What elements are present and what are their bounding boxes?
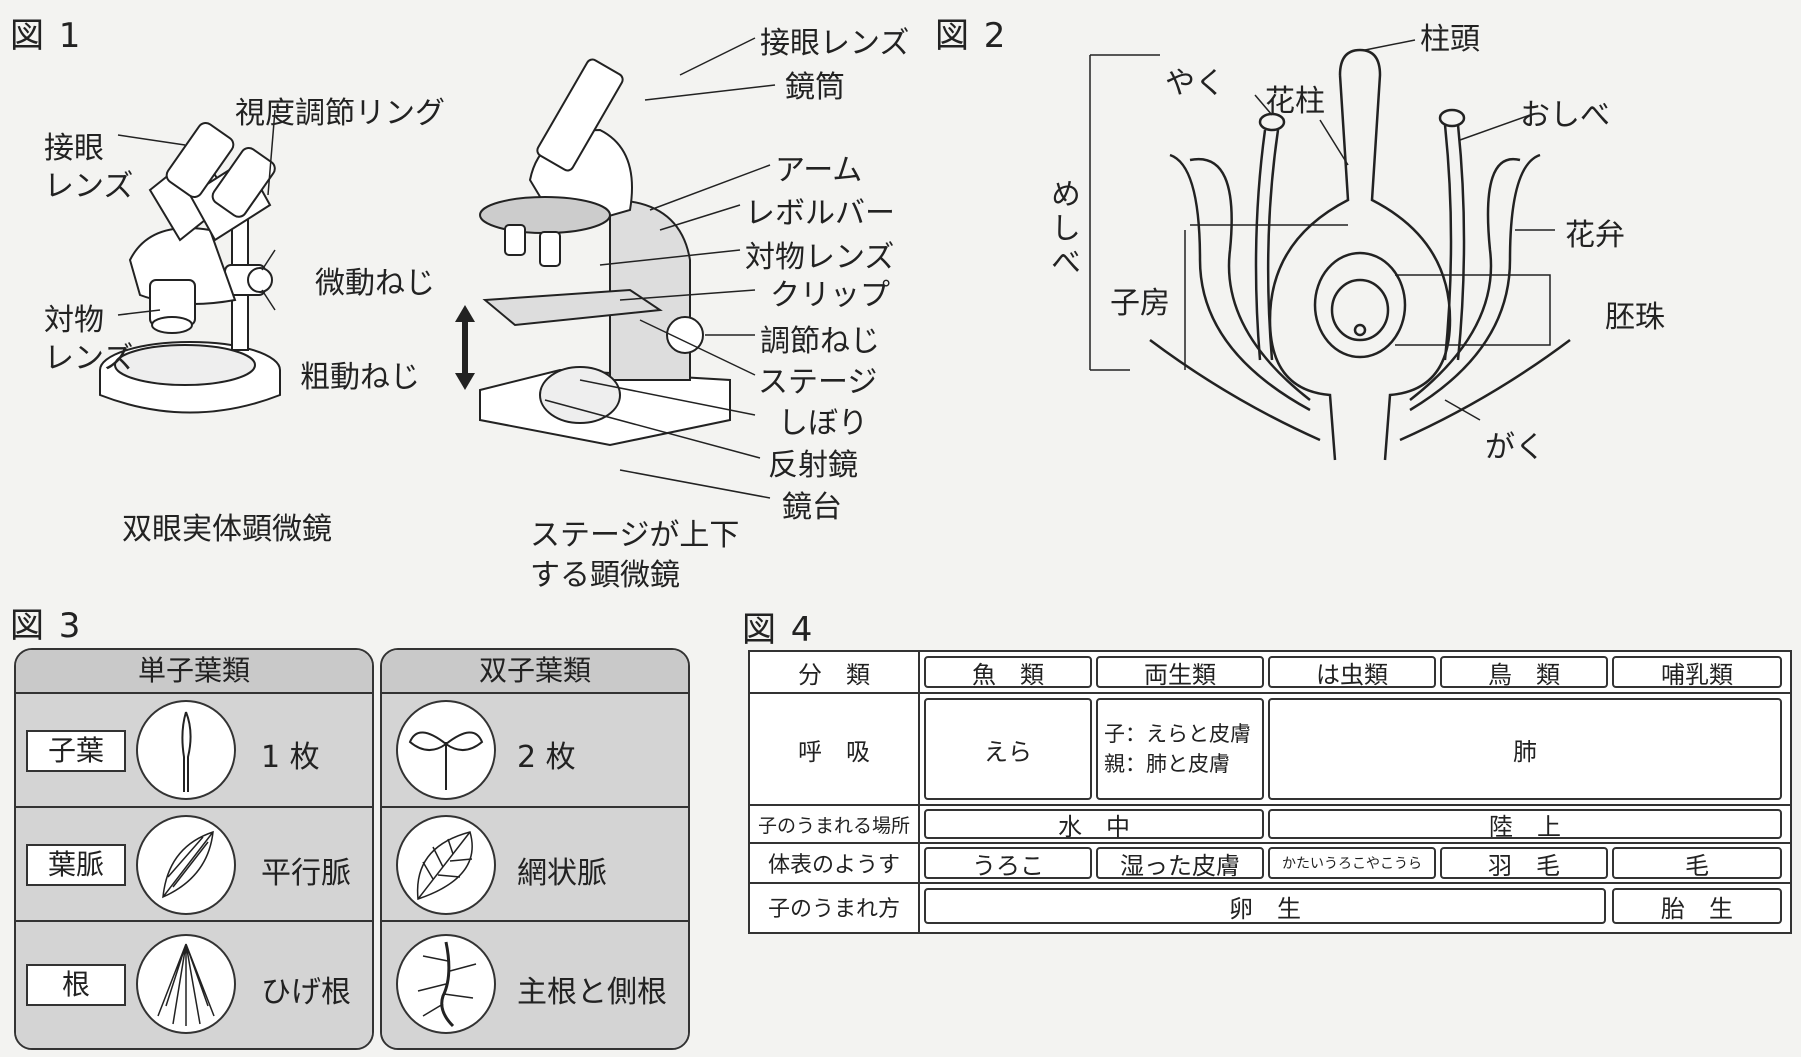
monocot-row-cotyledon: 子葉 1 枚 <box>16 694 372 806</box>
dicot-row-cotyledon: 2 枚 <box>382 694 688 806</box>
dicot-row-vein: 網状脈 <box>382 806 688 922</box>
breathing-fish: えら <box>924 698 1092 800</box>
monocot-header: 単子葉類 <box>16 650 372 694</box>
label-ovary: 子房 <box>1110 278 1170 322</box>
surface-fish: うろこ <box>924 847 1092 879</box>
monocot-row-root: 根 ひげ根 <box>16 920 372 1050</box>
label-stigma: 柱頭 <box>1420 14 1480 58</box>
label-petal: 花弁 <box>1565 210 1625 254</box>
dicot-cotyledon-icon <box>396 700 496 800</box>
dicot-root-type: 主根と側根 <box>517 967 667 1011</box>
surface-amphibian: 湿った皮膚 <box>1096 847 1264 879</box>
vertebrate-table: 分 類 呼 吸 子のうまれる場所 体表のようす 子のうまれ方 魚 類 両生類 は… <box>748 650 1792 934</box>
label-binocular-eyepiece: 接眼 レンズ <box>44 130 133 206</box>
label-clip: クリップ <box>770 270 890 314</box>
header-birth: 子のうまれ方 <box>750 884 918 930</box>
class-fish: 魚 類 <box>924 656 1092 688</box>
header-class: 分 類 <box>750 652 918 692</box>
label-diaphragm: しぼり <box>778 398 868 442</box>
row-label-cotyledon: 子葉 <box>26 730 126 772</box>
breathing-amphibian-parent: 親：肺と皮膚 <box>1104 749 1230 779</box>
label-stage: ステージ <box>758 357 877 401</box>
dicot-panel: 双子葉類 2 枚 網状脈 主根と側根 <box>380 648 690 1050</box>
dicot-cotyledon-count: 2 枚 <box>517 732 576 776</box>
parallel-vein-leaf-icon <box>136 815 236 915</box>
breathing-lungs: 肺 <box>1268 698 1782 800</box>
label-revolver: レボルバー <box>745 188 895 232</box>
label-stamen: おしべ <box>1520 90 1610 134</box>
label-binocular-objective: 対物 レンズ <box>44 302 133 378</box>
class-reptile: は虫類 <box>1268 656 1436 688</box>
header-surface: 体表のようす <box>750 844 918 882</box>
label-anther: やく <box>1165 58 1225 102</box>
monocot-vein-type: 平行脈 <box>261 848 351 892</box>
label-style: 花柱 <box>1265 76 1325 120</box>
birthplace-land: 陸 上 <box>1268 809 1782 839</box>
monocot-cotyledon-icon <box>136 700 236 800</box>
label-fine-knob: 微動ねじ <box>315 258 435 302</box>
label-pistil: めしべ <box>1040 178 1084 280</box>
label-arm: アーム <box>775 145 862 189</box>
breathing-amphibian: 子：えらと皮膚 親：肺と皮膚 <box>1096 698 1264 800</box>
monocot-row-vein: 葉脈 平行脈 <box>16 806 372 922</box>
birth-viviparous: 胎 生 <box>1612 888 1782 924</box>
row-label-vein: 葉脈 <box>26 844 126 886</box>
caption-stage-scope-1: ステージが上下 <box>530 510 739 554</box>
breathing-amphibian-child: 子：えらと皮膚 <box>1104 719 1251 749</box>
flower-diagram <box>1050 0 1610 470</box>
label-tube: 鏡筒 <box>785 62 845 106</box>
class-bird: 鳥 類 <box>1440 656 1608 688</box>
surface-reptile: かたいうろこやこうら <box>1268 847 1436 879</box>
label-diopter-ring: 視度調節リング <box>235 88 445 132</box>
header-breathing: 呼 吸 <box>750 694 918 804</box>
label-adjust-knob: 調節ねじ <box>760 316 880 360</box>
label-ovule: 胚珠 <box>1605 292 1665 336</box>
birthplace-water: 水 中 <box>924 809 1264 839</box>
fig3-title: 図 3 <box>10 598 82 647</box>
label-sepal: がく <box>1485 422 1545 466</box>
label-base: 鏡台 <box>782 482 842 526</box>
taproot-icon <box>396 934 496 1034</box>
fibrous-root-icon <box>136 934 236 1034</box>
dicot-header: 双子葉類 <box>382 650 688 694</box>
fig2-title: 図 2 <box>935 8 1007 57</box>
monocot-panel: 単子葉類 子葉 1 枚 葉脈 平行脈 根 ひげ根 <box>14 648 374 1050</box>
dicot-vein-type: 網状脈 <box>517 848 607 892</box>
netted-vein-leaf-icon <box>396 815 496 915</box>
class-mammal: 哺乳類 <box>1612 656 1782 688</box>
label-coarse-knob: 粗動ねじ <box>300 352 420 396</box>
row-label-root: 根 <box>26 964 126 1006</box>
label-mirror: 反射鏡 <box>768 440 858 484</box>
monocot-root-type: ひげ根 <box>261 967 351 1011</box>
class-amphibian: 両生類 <box>1096 656 1264 688</box>
caption-binocular: 双眼実体顕微鏡 <box>122 504 332 548</box>
surface-mammal: 毛 <box>1612 847 1782 879</box>
caption-stage-scope-2: する顕微鏡 <box>530 550 680 594</box>
monocot-cotyledon-count: 1 枚 <box>261 732 320 776</box>
dicot-row-root: 主根と側根 <box>382 920 688 1050</box>
header-birthplace: 子のうまれる場所 <box>750 806 918 842</box>
stage-microscope <box>480 57 730 445</box>
fig4-title: 図 4 <box>742 602 814 651</box>
label-eyepiece: 接眼レンズ <box>760 18 909 62</box>
birth-oviparous: 卵 生 <box>924 888 1606 924</box>
surface-bird: 羽 毛 <box>1440 847 1608 879</box>
